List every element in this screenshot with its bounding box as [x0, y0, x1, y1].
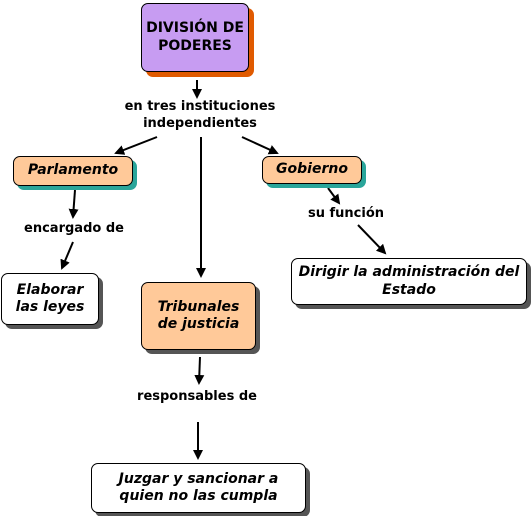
arrow-label-to-dirigir [357, 224, 387, 255]
arrow-tribunales-to-label [194, 356, 205, 385]
node-gobierno-text: Gobierno [276, 161, 348, 178]
node-juzgar-sancionar-text: Juzgar y sancionar a quien no las cumpla [118, 470, 279, 505]
node-dirigir-administracion: Dirigir la administración del Estado [291, 258, 527, 305]
node-division-de-poderes: DIVISIÓN DE PODERES [141, 3, 249, 72]
link-label-funcion: su función [307, 206, 385, 221]
link-label-instituciones: en tres instituciones independientes [124, 99, 276, 131]
node-tribunales-de-justicia-text: Tribunales de justicia [157, 298, 240, 333]
node-parlamento-text: Parlamento [27, 162, 119, 179]
node-elaborar-leyes-text: Elaborar las leyes [15, 281, 85, 316]
arrow-to-gobierno [241, 136, 279, 155]
arrow-label-to-elaborar [60, 241, 74, 270]
node-elaborar-leyes: Elaborar las leyes [1, 273, 99, 325]
arrow-parlamento-to-label [68, 189, 79, 219]
node-division-de-poderes-text: DIVISIÓN DE PODERES [146, 20, 244, 54]
arrow-gobierno-to-label [327, 187, 341, 205]
node-juzgar-sancionar: Juzgar y sancionar a quien no las cumpla [91, 463, 306, 513]
node-dirigir-administracion-text: Dirigir la administración del Estado [298, 264, 520, 298]
node-tribunales-de-justicia: Tribunales de justicia [141, 282, 256, 350]
link-label-responsables: responsables de [137, 389, 257, 404]
node-parlamento: Parlamento [13, 156, 133, 186]
link-label-encargado: encargado de [24, 221, 124, 236]
arrow-to-parlamento [114, 136, 158, 155]
node-gobierno: Gobierno [262, 156, 362, 184]
